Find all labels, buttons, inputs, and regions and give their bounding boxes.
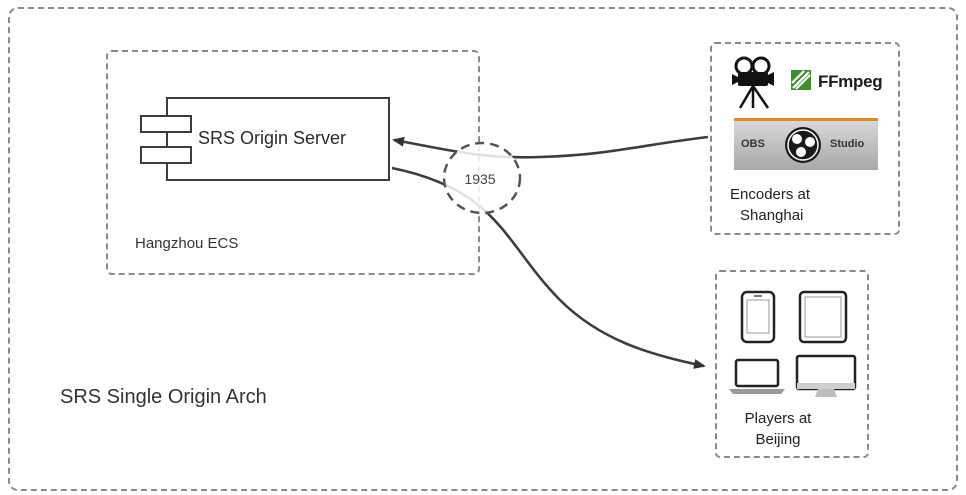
movie-camera-icon [732, 56, 774, 109]
players-label-line1: Players at [744, 410, 812, 427]
hangzhou-ecs-label: Hangzhou ECS [135, 235, 239, 252]
component-tab-top [140, 115, 192, 133]
srs-origin-server-component [166, 97, 390, 181]
obs-logo-icon [785, 127, 821, 163]
studio-wordmark: Studio [830, 138, 865, 150]
desktop-monitor-icon [795, 354, 857, 397]
players-label: Players at Beijing [735, 408, 821, 450]
players-label-line2: Beijing [755, 431, 801, 448]
srs-origin-server-label: SRS Origin Server [198, 128, 347, 148]
encoders-label-line2: Shanghai [740, 207, 804, 224]
phone-icon [740, 290, 776, 344]
component-tab-bottom [140, 146, 192, 164]
architecture-frame [8, 7, 958, 491]
encoders-box [710, 42, 900, 235]
tablet-icon [798, 290, 848, 344]
ingest-arrow [392, 135, 709, 159]
players-box [715, 270, 869, 458]
encoders-label-line1: Encoders at [730, 186, 811, 203]
ffmpeg-wordmark: FFmpeg [818, 72, 883, 91]
laptop-icon [729, 358, 785, 394]
diagram-title: SRS Single Origin Arch [60, 386, 267, 408]
port-circle [442, 141, 522, 215]
encoders-label: Encoders at Shanghai [730, 184, 810, 226]
port-label: 1935 [464, 171, 496, 187]
obs-wordmark: OBS [741, 138, 765, 150]
ffmpeg-logo-icon [791, 70, 811, 90]
